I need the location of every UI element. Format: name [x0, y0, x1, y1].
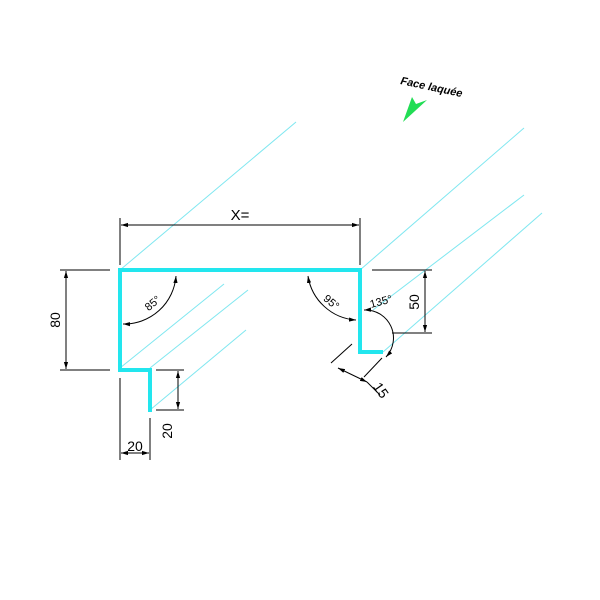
face-label: Face laquée	[399, 75, 463, 100]
dimension-width-label: X=	[231, 207, 250, 224]
profile-outline	[118, 268, 383, 412]
dimension-lip-label: 15	[370, 379, 392, 401]
angle-left: 85°	[122, 275, 178, 327]
dimension-bottom-width-label: 20	[127, 438, 143, 454]
projection-lines	[119, 121, 543, 411]
dimension-height-right: 50	[372, 269, 432, 334]
angle-lip-label: 135°	[369, 293, 394, 310]
dimension-bottom-height: 20	[156, 369, 184, 439]
angle-lip: 135°	[363, 293, 394, 358]
dimension-bottom-width: 20	[119, 378, 151, 460]
face-indicator: Face laquée	[399, 75, 463, 122]
angle-right: 95°	[306, 275, 357, 322]
dimension-height-total-label: 80	[47, 312, 63, 328]
angle-right-label: 95°	[321, 293, 341, 313]
dimension-height-total: 80	[47, 269, 110, 371]
arrow-down-icon	[403, 97, 427, 122]
angle-left-label: 85°	[143, 294, 163, 314]
dimension-width: X=	[119, 207, 361, 265]
dimension-bottom-height-label: 20	[159, 423, 175, 439]
dimension-height-right-label: 50	[406, 294, 422, 310]
